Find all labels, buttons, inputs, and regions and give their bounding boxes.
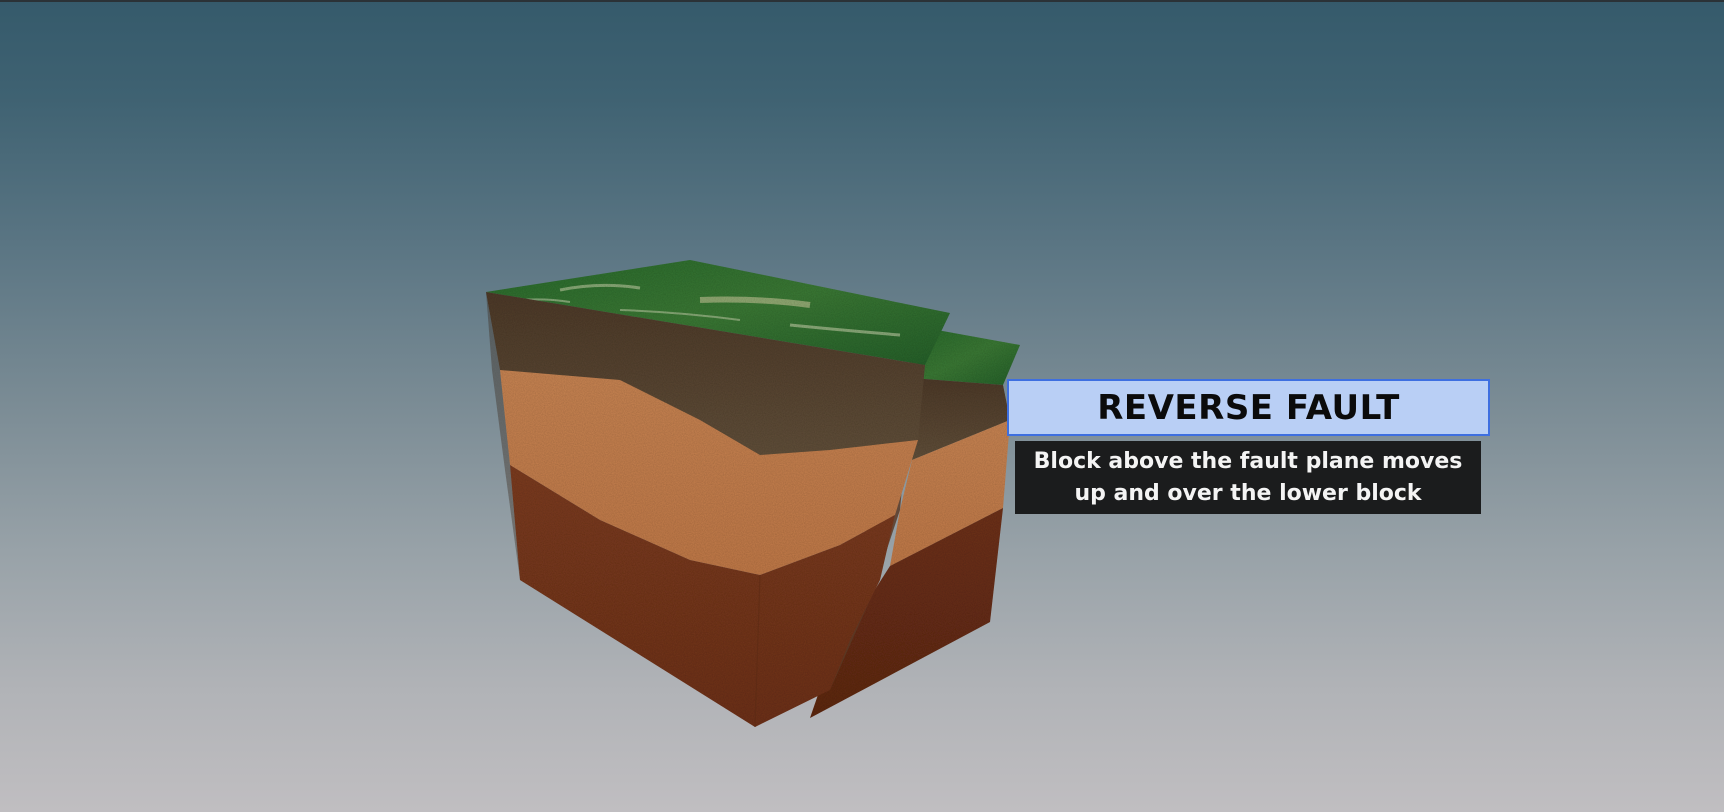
fault-description-line-2: up and over the lower block	[1074, 480, 1422, 506]
footwall-block	[810, 330, 1020, 718]
fault-description: Block above the fault plane moves up and…	[1015, 441, 1481, 514]
footwall-topsoil	[912, 378, 1010, 460]
fault-description-line-1: Block above the fault plane moves	[1033, 448, 1463, 474]
hanging-wall-sand	[500, 370, 918, 575]
top-edge-strip	[0, 0, 1724, 2]
hanging-wall-block	[486, 260, 950, 727]
block-corner-edge	[754, 574, 761, 728]
hanging-wall-topsoil	[486, 292, 925, 460]
footwall-bedrock	[810, 508, 1003, 718]
hanging-wall-bedrock	[510, 465, 895, 727]
footwall-sand	[890, 420, 1010, 566]
footwall-grass-top	[912, 330, 1020, 385]
hanging-wall-left-edge	[486, 292, 520, 580]
fault-type-title: REVERSE FAULT	[1007, 379, 1490, 436]
